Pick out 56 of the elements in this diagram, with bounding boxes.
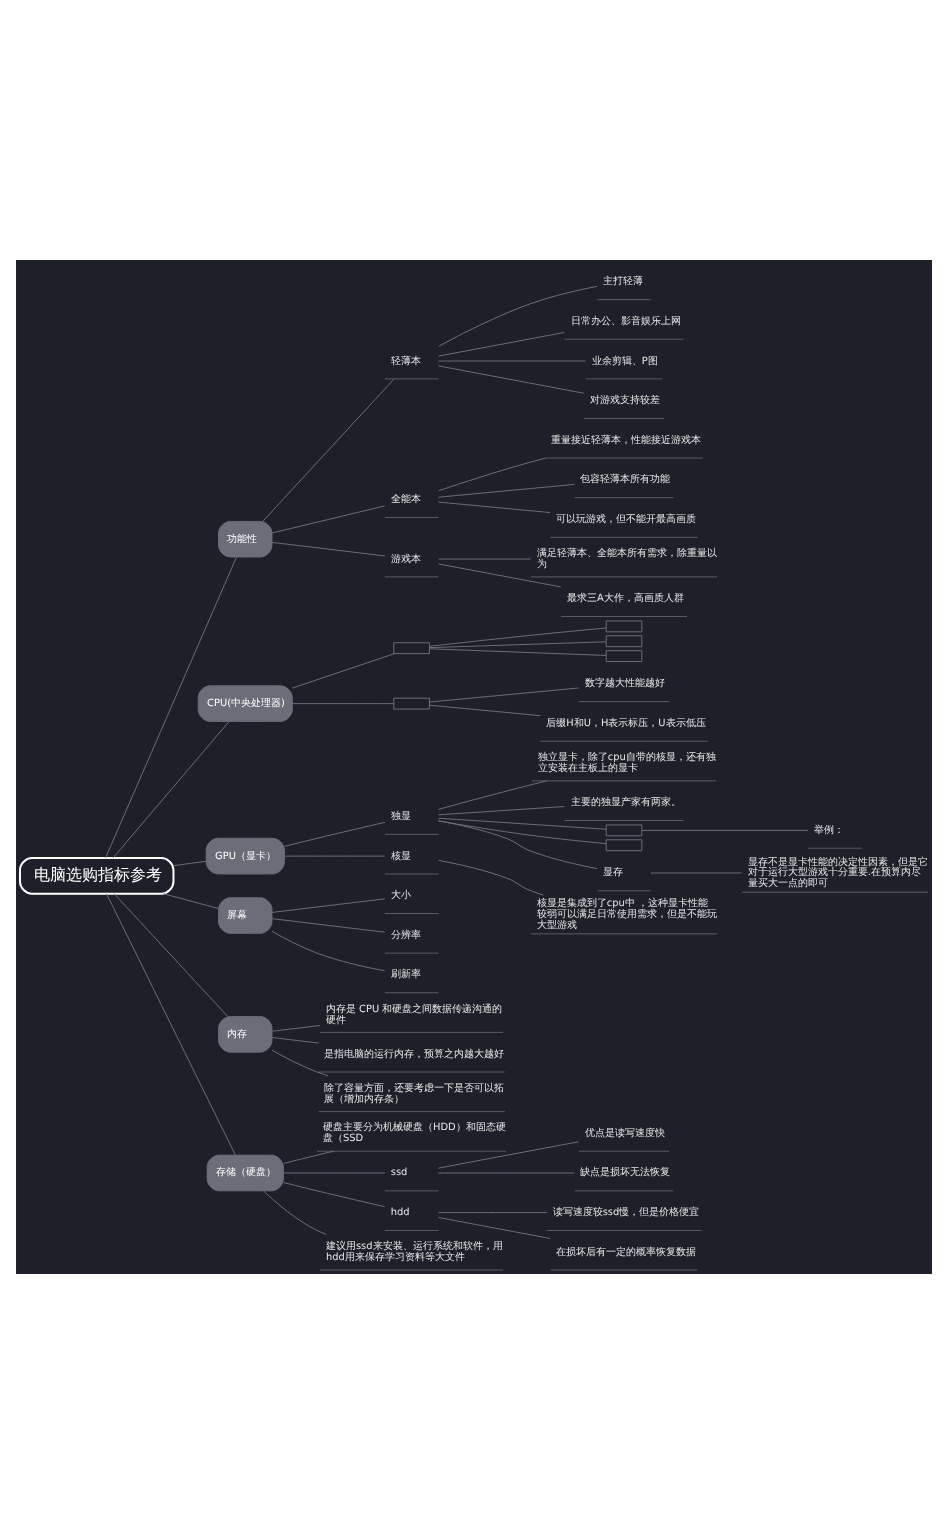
- connector: [112, 720, 230, 858]
- connector: [262, 377, 395, 521]
- connector: [271, 929, 386, 971]
- connector: [438, 456, 547, 491]
- connector: [437, 557, 532, 559]
- connector: [428, 647, 607, 655]
- connector: [641, 828, 809, 830]
- connector: [428, 626, 607, 646]
- connector: [271, 504, 386, 533]
- connector: [438, 819, 598, 869]
- connector: [283, 1181, 386, 1207]
- connector: [437, 359, 587, 361]
- node-box: [605, 823, 643, 836]
- connector: [650, 871, 743, 873]
- connector: [428, 640, 607, 648]
- connector: [437, 1211, 548, 1213]
- connector: [437, 1140, 580, 1168]
- connector: [173, 859, 207, 866]
- connector: [438, 284, 598, 346]
- node-box: [393, 696, 430, 709]
- connector: [271, 1024, 321, 1031]
- connector: [271, 917, 386, 932]
- connector: [163, 892, 219, 908]
- connector: [428, 686, 580, 702]
- connector: [283, 820, 386, 846]
- connector: [105, 555, 237, 858]
- node-box: [393, 641, 430, 654]
- connector: [283, 1171, 386, 1173]
- node-box: [605, 838, 643, 851]
- connector: [437, 562, 562, 587]
- connector: [437, 330, 565, 356]
- connector: [437, 1215, 551, 1238]
- connector: [271, 1036, 319, 1043]
- connector: [437, 805, 565, 815]
- connector: [437, 1171, 575, 1173]
- connector: [437, 364, 585, 393]
- connector: [271, 540, 386, 556]
- connector: [283, 1149, 334, 1163]
- connector: [283, 854, 386, 856]
- connector: [271, 1048, 329, 1076]
- node-box: [605, 649, 643, 662]
- connector: [437, 482, 575, 497]
- connector: [291, 652, 395, 688]
- connector: [437, 816, 607, 829]
- connector: [438, 858, 544, 895]
- connector: [271, 897, 386, 912]
- connector: [263, 1189, 327, 1234]
- connector: [106, 892, 236, 1155]
- connector: [428, 703, 541, 716]
- connector: [113, 892, 229, 1016]
- connector: [437, 500, 551, 513]
- connector: [437, 819, 607, 844]
- node-box: [605, 619, 643, 632]
- node-box: [605, 634, 643, 647]
- connector: [291, 702, 394, 704]
- connector: [437, 779, 548, 809]
